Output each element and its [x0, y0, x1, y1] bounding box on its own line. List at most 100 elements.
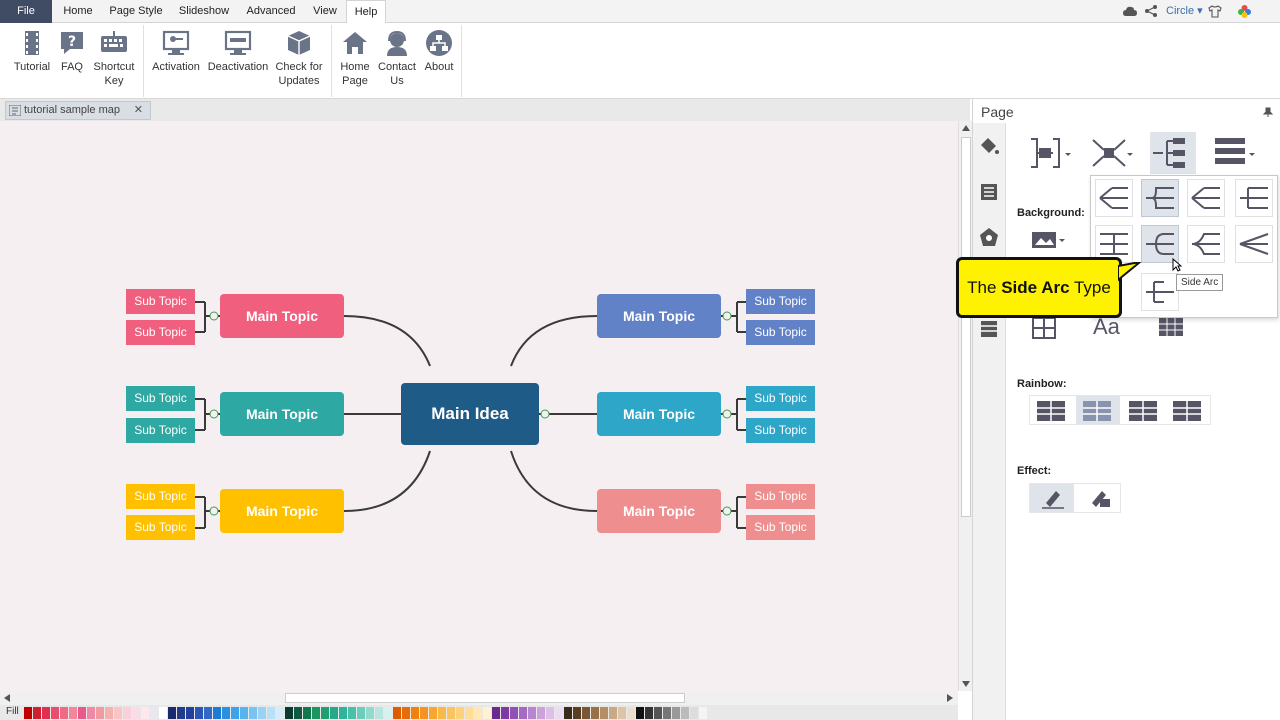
pen-icon[interactable] [1040, 487, 1066, 509]
color-swatch[interactable] [240, 707, 248, 719]
color-swatch[interactable] [339, 707, 347, 719]
table-style-icon[interactable] [1157, 316, 1191, 340]
color-swatch[interactable] [24, 707, 32, 719]
color-swatch[interactable] [105, 707, 113, 719]
color-swatch[interactable] [672, 707, 680, 719]
rainbow-option-icon[interactable] [1082, 399, 1112, 423]
horizontal-scrollbar[interactable] [0, 691, 958, 705]
color-swatch[interactable] [546, 707, 554, 719]
color-swatch[interactable] [366, 707, 374, 719]
share-icon[interactable] [1145, 5, 1157, 17]
sub-topic-node[interactable]: Sub Topic [746, 320, 815, 345]
sub-topic-node[interactable]: Sub Topic [126, 484, 195, 509]
sub-topic-node[interactable]: Sub Topic [126, 320, 195, 345]
color-swatch[interactable] [357, 707, 365, 719]
layout-option[interactable] [1095, 179, 1133, 217]
color-swatch[interactable] [474, 707, 482, 719]
color-swatch[interactable] [132, 707, 140, 719]
color-swatch[interactable] [465, 707, 473, 719]
color-swatch[interactable] [537, 707, 545, 719]
font-style-icon[interactable]: Aa [1093, 314, 1120, 339]
color-swatch[interactable] [402, 707, 410, 719]
color-swatch[interactable] [177, 707, 185, 719]
faq-button[interactable]: ? FAQ [56, 29, 88, 74]
menu-file[interactable]: File [0, 0, 52, 23]
color-swatch[interactable] [582, 707, 590, 719]
layout-option[interactable] [1141, 273, 1179, 311]
menu-home[interactable]: Home [63, 5, 93, 17]
shirt-icon[interactable] [1208, 5, 1222, 18]
about-button[interactable]: About [420, 29, 458, 74]
close-tab-icon[interactable]: ✕ [133, 104, 143, 116]
paint-bucket-icon[interactable] [978, 135, 1000, 157]
color-swatch[interactable] [249, 707, 257, 719]
color-swatch[interactable] [438, 707, 446, 719]
color-swatch[interactable] [384, 707, 392, 719]
color-swatch[interactable] [501, 707, 509, 719]
layout-option[interactable] [1187, 225, 1225, 263]
sub-topic-node[interactable]: Sub Topic [126, 289, 195, 314]
menu-help[interactable]: Help [346, 0, 386, 24]
main-topic-node[interactable]: Main Topic [597, 294, 721, 338]
horizontal-scroll-thumb[interactable] [285, 693, 685, 703]
color-swatch[interactable] [618, 707, 626, 719]
color-swatch[interactable] [591, 707, 599, 719]
main-topic-node[interactable]: Main Topic [597, 392, 721, 436]
color-swatch[interactable] [222, 707, 230, 719]
color-swatch[interactable] [321, 707, 329, 719]
layout-option[interactable] [1187, 179, 1225, 217]
color-swatch[interactable] [141, 707, 149, 719]
topic-style-icon[interactable] [1031, 316, 1065, 340]
tutorial-button[interactable]: Tutorial [10, 29, 54, 74]
color-swatch[interactable] [213, 707, 221, 719]
color-swatch[interactable] [159, 707, 167, 719]
color-swatch[interactable] [663, 707, 671, 719]
sub-topic-node[interactable]: Sub Topic [126, 515, 195, 540]
sub-topic-node[interactable]: Sub Topic [746, 515, 815, 540]
color-swatch[interactable] [375, 707, 383, 719]
color-swatch[interactable] [42, 707, 50, 719]
sub-topic-node[interactable]: Sub Topic [746, 386, 815, 411]
sub-topic-node[interactable]: Sub Topic [746, 484, 815, 509]
color-swatch[interactable] [33, 707, 41, 719]
color-swatch[interactable] [636, 707, 644, 719]
main-idea-node[interactable]: Main Idea [401, 383, 539, 445]
scroll-up-icon[interactable] [962, 125, 970, 131]
color-swatch[interactable] [627, 707, 635, 719]
layout-list-icon[interactable] [1213, 136, 1255, 170]
color-swatch[interactable] [204, 707, 212, 719]
layout-option[interactable] [1141, 179, 1179, 217]
color-swatch[interactable] [168, 707, 176, 719]
main-topic-node[interactable]: Main Topic [220, 294, 344, 338]
table-icon[interactable] [978, 318, 1000, 340]
document-tab[interactable]: tutorial sample map ✕ [5, 101, 151, 120]
deactivation-button[interactable]: Deactivation [206, 29, 270, 74]
color-swatch[interactable] [294, 707, 302, 719]
color-swatch[interactable] [150, 707, 158, 719]
color-swatch[interactable] [267, 707, 275, 719]
layout-cross-icon[interactable] [1091, 136, 1133, 170]
sub-topic-node[interactable]: Sub Topic [126, 386, 195, 411]
vertical-scrollbar[interactable] [958, 121, 972, 691]
color-swatch[interactable] [195, 707, 203, 719]
color-swatch[interactable] [411, 707, 419, 719]
color-swatch[interactable] [645, 707, 653, 719]
vertical-scroll-thumb[interactable] [961, 137, 971, 517]
mindmap-canvas[interactable]: Main Idea Main Topic Main Topic Main Top… [0, 121, 958, 691]
color-swatch[interactable] [600, 707, 608, 719]
menu-slideshow[interactable]: Slideshow [178, 5, 230, 17]
color-swatch[interactable] [609, 707, 617, 719]
main-topic-node[interactable]: Main Topic [220, 392, 344, 436]
color-flower-icon[interactable] [1238, 5, 1251, 18]
circle-dropdown[interactable]: Circle ▾ [1166, 5, 1203, 17]
pin-icon[interactable] [1263, 107, 1273, 117]
color-swatch[interactable] [69, 707, 77, 719]
color-swatch[interactable] [456, 707, 464, 719]
color-swatch[interactable] [420, 707, 428, 719]
layout-mindmap-icon[interactable] [1031, 136, 1071, 170]
home-page-button[interactable]: Home Page [336, 29, 374, 88]
sub-topic-node[interactable]: Sub Topic [746, 289, 815, 314]
color-swatch[interactable] [231, 707, 239, 719]
color-swatch[interactable] [555, 707, 563, 719]
color-swatch[interactable] [573, 707, 581, 719]
